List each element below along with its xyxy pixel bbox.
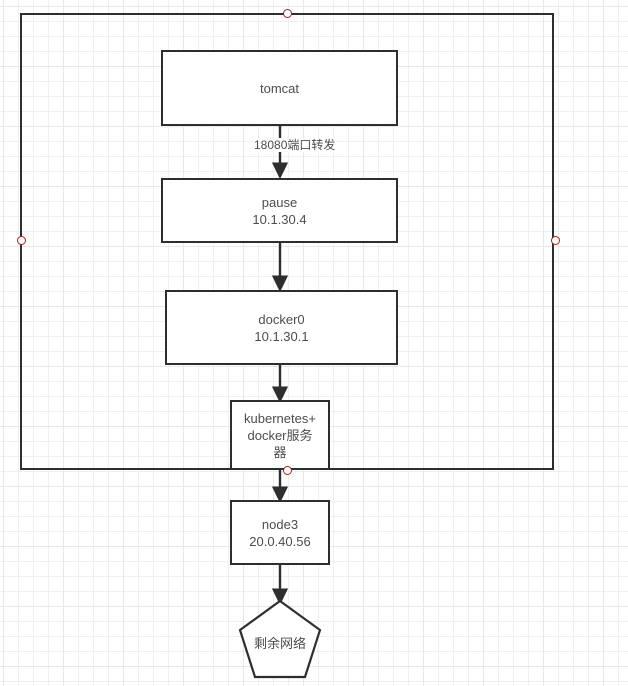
handle-right-connection-point[interactable] [551, 236, 560, 245]
node-pause-line-1: 10.1.30.4 [252, 211, 307, 227]
node-docker0[interactable]: docker0 10.1.30.1 [165, 290, 398, 365]
node-kubernetes-line-0: kubernetes+ [244, 410, 316, 426]
node-node3[interactable]: node3 20.0.40.56 [230, 500, 330, 565]
node-tomcat[interactable]: tomcat [161, 50, 398, 126]
handle-left-connection-point[interactable] [17, 236, 26, 245]
node-docker0-line-1: 10.1.30.1 [254, 328, 309, 344]
handle-top-connection-point[interactable] [283, 9, 292, 18]
node-node3-line-0: node3 [261, 516, 299, 532]
node-rest-net-shape[interactable] [238, 599, 322, 679]
edge-label-tomcat-pause: 18080端口转发 [253, 138, 337, 152]
node-kubernetes-docker-server[interactable]: kubernetes+ docker服务 器 [230, 400, 330, 470]
node-kubernetes-line-1: docker服务 [247, 427, 313, 443]
node-pause[interactable]: pause 10.1.30.4 [161, 178, 398, 243]
node-node3-line-1: 20.0.40.56 [249, 533, 311, 549]
node-pause-line-0: pause [261, 194, 298, 210]
node-tomcat-line-0: tomcat [259, 80, 299, 96]
node-docker0-line-0: docker0 [258, 311, 305, 327]
edge-label-text: 18080端口转发 [254, 138, 336, 152]
handle-bottom-connection-point[interactable] [283, 466, 292, 475]
node-rest-net-text: 剩余网络 [253, 636, 306, 651]
node-kubernetes-line-2: 器 [273, 444, 287, 460]
node-rest-net-label: 剩余网络 [240, 636, 320, 652]
